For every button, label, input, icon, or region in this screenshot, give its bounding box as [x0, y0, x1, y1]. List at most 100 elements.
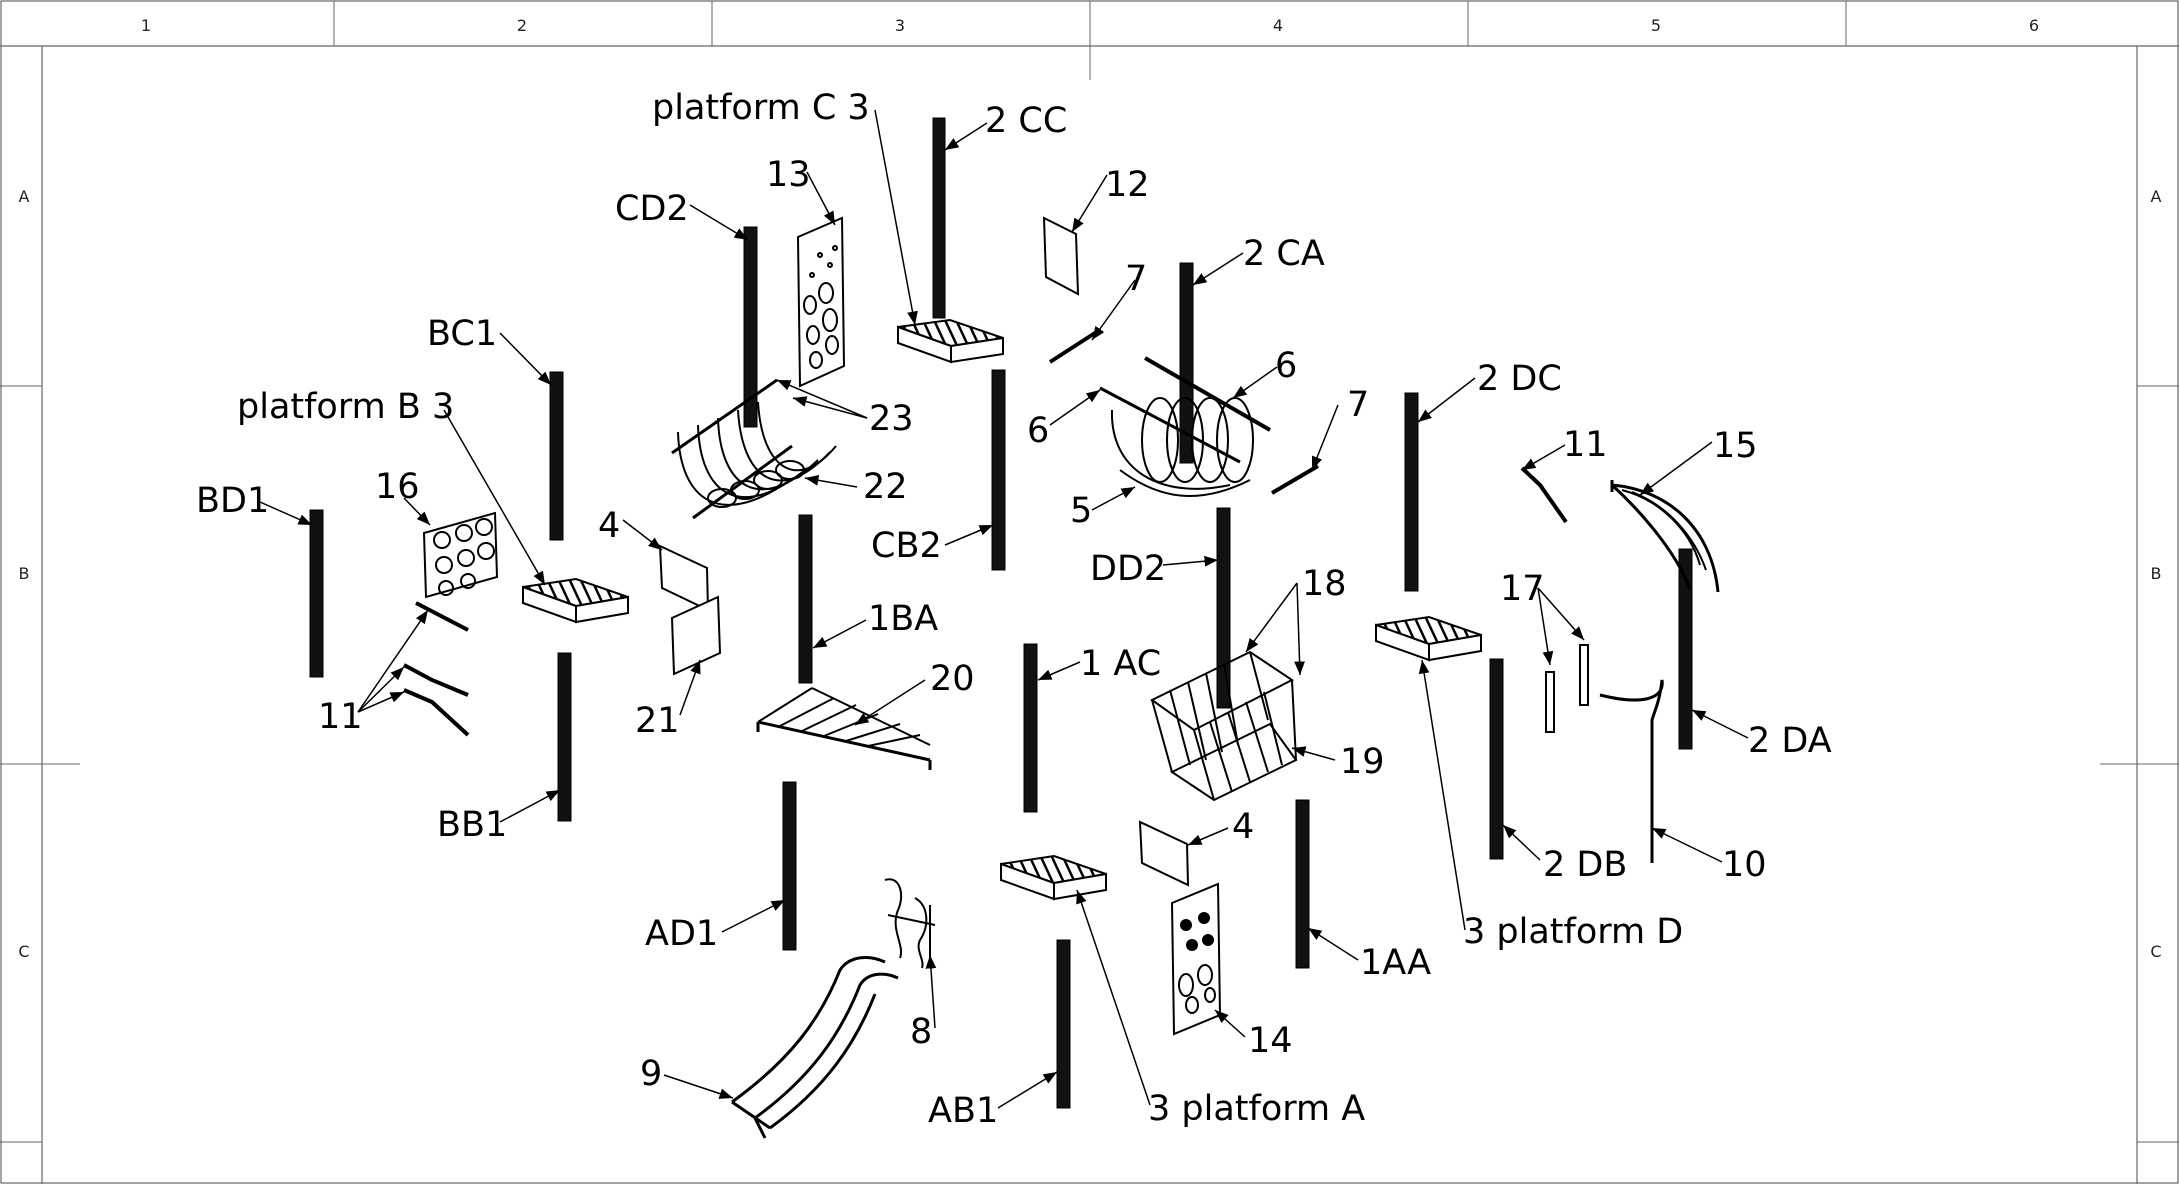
callout-bb1: BB1 — [437, 805, 507, 845]
posts — [309, 117, 1693, 1109]
callout-labels: platform C 3 2 CC 13 12 CD2 2 CA 7 BC1 6… — [196, 88, 1832, 1131]
callout-19: 19 — [1340, 742, 1385, 782]
tunnel-5-6 — [1099, 356, 1271, 497]
leader-12 — [1071, 174, 1108, 233]
zone-labels: 1 2 3 4 5 6 A B C A B C — [18, 16, 2161, 961]
bar-7a — [1048, 331, 1097, 364]
callout-17: 17 — [1500, 569, 1545, 609]
post-cb2 — [991, 369, 1006, 571]
leader-11d — [357, 691, 405, 713]
callout-bc1: BC1 — [427, 314, 497, 354]
leader-1ba — [812, 619, 867, 649]
bar-11-top — [415, 601, 469, 632]
panel-21 — [670, 595, 722, 676]
leader-platform-d — [1418, 659, 1466, 931]
callout-platform-d: 3 platform D — [1463, 912, 1683, 952]
post-bb1 — [557, 652, 572, 822]
pole-10 — [1599, 679, 1664, 863]
callout-2da: 2 DA — [1748, 721, 1832, 761]
zone-row-c-right: C — [2150, 942, 2161, 961]
panel-4b — [1138, 820, 1190, 887]
panel-4a — [658, 544, 710, 612]
leader-18a — [1245, 582, 1298, 653]
post-2dc — [1404, 392, 1419, 592]
platform-b-part — [522, 577, 629, 624]
callout-11a: 11 — [1563, 425, 1608, 465]
leader-bd1 — [259, 501, 313, 526]
zone-col-5: 5 — [1651, 16, 1661, 35]
leader-15 — [1639, 441, 1713, 496]
callout-ab1: AB1 — [928, 1091, 998, 1131]
leader-bc1 — [499, 332, 552, 386]
post-bd1 — [309, 509, 324, 678]
leader-9 — [663, 1074, 734, 1099]
zone-col-4: 4 — [1273, 16, 1283, 35]
callout-18: 18 — [1302, 564, 1347, 604]
callout-1aa: 1AA — [1360, 943, 1431, 983]
canopy-15 — [1610, 480, 1720, 593]
bar-11-low — [403, 688, 470, 737]
leader-7b — [1311, 404, 1339, 471]
cage-18-19 — [1150, 650, 1298, 802]
leader-11a — [1521, 444, 1566, 471]
callout-16: 16 — [375, 467, 420, 507]
leader-ad1 — [721, 899, 786, 933]
leader-ab1 — [997, 1071, 1058, 1109]
leader-23b — [792, 396, 868, 419]
panel-16 — [422, 511, 499, 599]
parts — [403, 216, 1720, 1139]
callout-cb2: CB2 — [871, 526, 942, 566]
leader-8 — [925, 954, 937, 1029]
callout-platform-c: platform C 3 — [652, 88, 870, 128]
leader-dd2 — [1162, 555, 1219, 567]
callout-6b: 6 — [1027, 411, 1049, 451]
leader-2da — [1691, 709, 1749, 739]
bar-11-right — [1520, 466, 1568, 524]
post-2db — [1489, 658, 1504, 860]
tunnel-22-23 — [671, 378, 837, 520]
zone-col-2: 2 — [517, 16, 527, 35]
post-ab1 — [1056, 939, 1071, 1109]
leader-7a — [1091, 279, 1136, 341]
callout-4b: 4 — [1232, 807, 1254, 847]
callout-14: 14 — [1248, 1021, 1293, 1061]
post-dd2 — [1216, 507, 1231, 709]
post-2da — [1678, 548, 1693, 750]
zone-row-a-left: A — [19, 187, 30, 206]
leader-18b — [1294, 582, 1305, 676]
slide-bracket-8 — [884, 878, 936, 969]
callout-bd1: BD1 — [196, 481, 269, 521]
leader-20 — [854, 679, 926, 726]
callout-cd2: CD2 — [615, 189, 689, 229]
post-bc1 — [549, 371, 564, 541]
leader-4b — [1187, 827, 1229, 846]
leader-2db — [1502, 824, 1541, 861]
post-cd2 — [743, 226, 758, 428]
leader-2cc — [944, 122, 988, 151]
post-1ac — [1023, 643, 1038, 813]
leader-1ac — [1037, 661, 1081, 681]
zone-row-b-right: B — [2151, 564, 2162, 583]
bracket-17b — [1579, 644, 1589, 706]
post-1aa — [1295, 799, 1310, 969]
post-2cc — [932, 117, 946, 319]
callout-22: 22 — [863, 467, 908, 507]
zone-col-1: 1 — [141, 16, 151, 35]
bracket-17a — [1545, 671, 1555, 733]
callout-2ca: 2 CA — [1243, 234, 1325, 274]
leader-platform-a — [1076, 889, 1151, 1106]
leaders — [259, 109, 1749, 1109]
callout-2dc: 2 DC — [1477, 359, 1562, 399]
platforms — [522, 318, 1482, 901]
zone-row-b-left: B — [19, 564, 30, 583]
platform-d-part — [1375, 615, 1482, 662]
callout-4a: 4 — [598, 506, 620, 546]
callout-20: 20 — [930, 659, 975, 699]
post-2ca — [1179, 262, 1194, 464]
leader-11b — [357, 609, 429, 713]
callout-15: 15 — [1713, 426, 1758, 466]
zone-row-a-right: A — [2151, 187, 2162, 206]
callout-5: 5 — [1070, 491, 1092, 531]
leader-17b — [1537, 587, 1585, 641]
